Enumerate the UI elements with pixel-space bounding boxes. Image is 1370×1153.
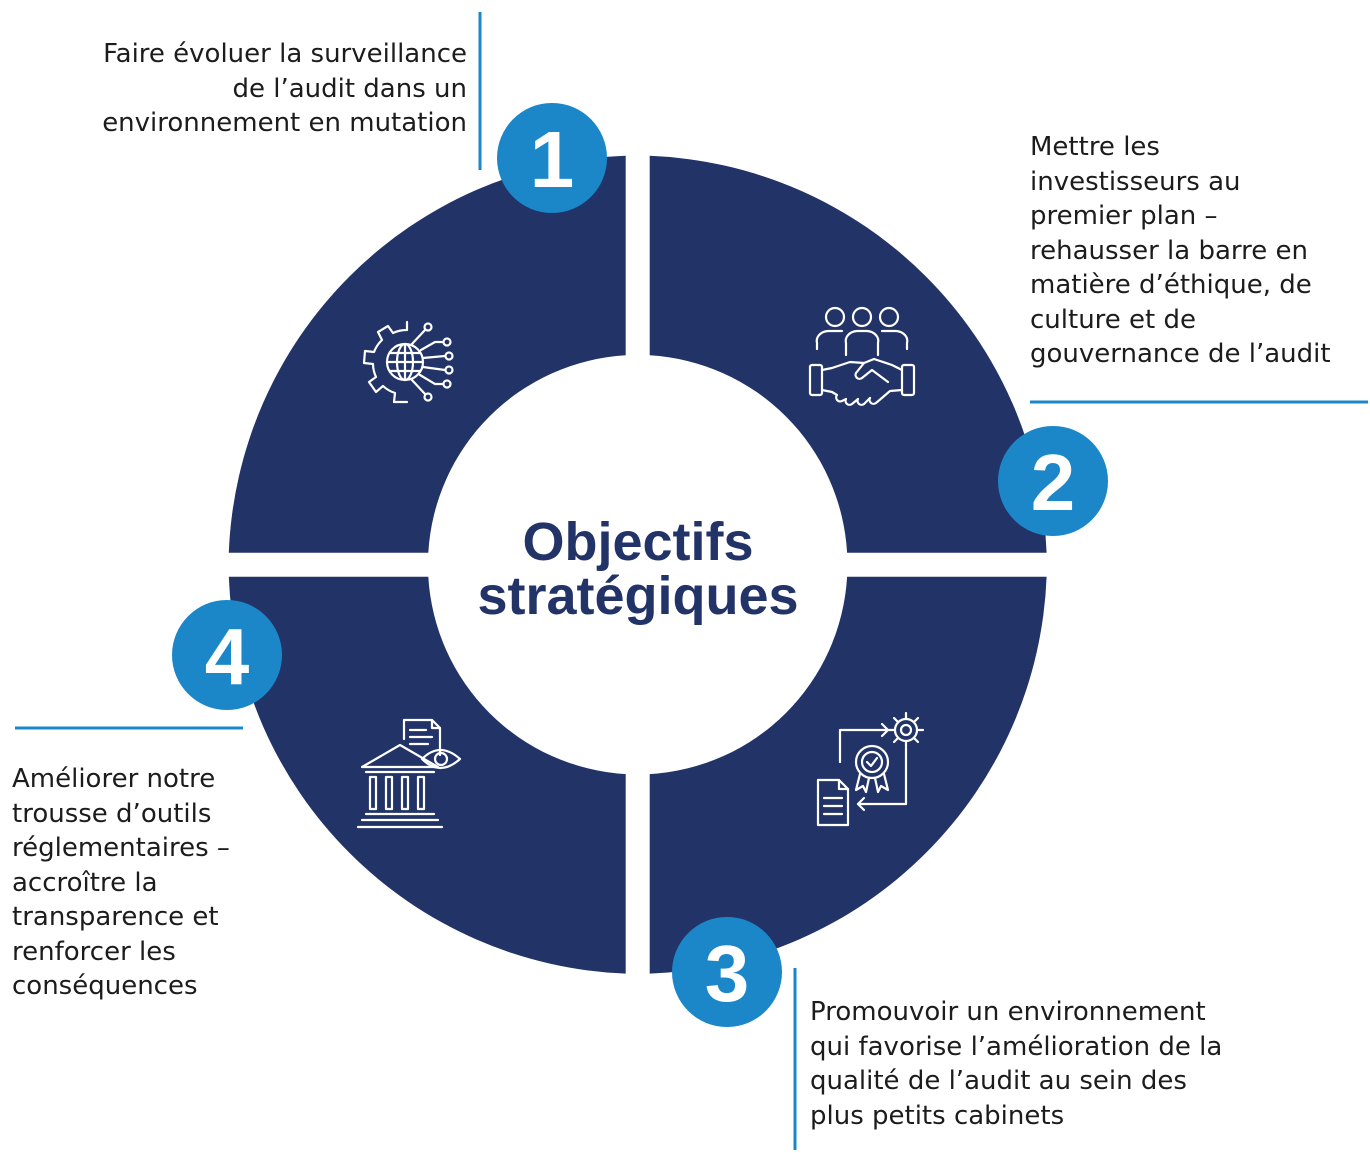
people-handshake-icon <box>808 306 916 406</box>
document-award-gear-cycle-icon <box>816 711 925 827</box>
center-title: Objectifs stratégiques <box>477 512 799 626</box>
badge-1: 1 <box>497 103 607 213</box>
ring-quadrant-4 <box>228 576 626 974</box>
ring-quadrant-1 <box>228 155 626 553</box>
badge-3: 3 <box>672 917 782 1027</box>
badge-number-3: 3 <box>705 929 750 1018</box>
badge-number-2: 2 <box>1031 438 1076 527</box>
badge-number-4: 4 <box>205 612 250 701</box>
objective-1-text: Faire évoluer la surveillance de l’audit… <box>102 39 467 138</box>
objective-3-text: Promouvoir un environnement qui favorise… <box>810 997 1223 1131</box>
objective-2-text: Mettre les investisseurs au premier plan… <box>1030 132 1331 369</box>
badge-4: 4 <box>172 600 282 710</box>
gear-globe-network-icon <box>362 320 454 404</box>
ring-quadrant-3 <box>649 576 1047 974</box>
objective-4-text: Améliorer notre trousse d’outils régleme… <box>12 764 230 1001</box>
ring-quadrant-2 <box>649 155 1047 553</box>
badge-number-1: 1 <box>530 115 575 204</box>
badge-2: 2 <box>998 426 1108 536</box>
institution-document-eye-icon <box>356 718 462 829</box>
